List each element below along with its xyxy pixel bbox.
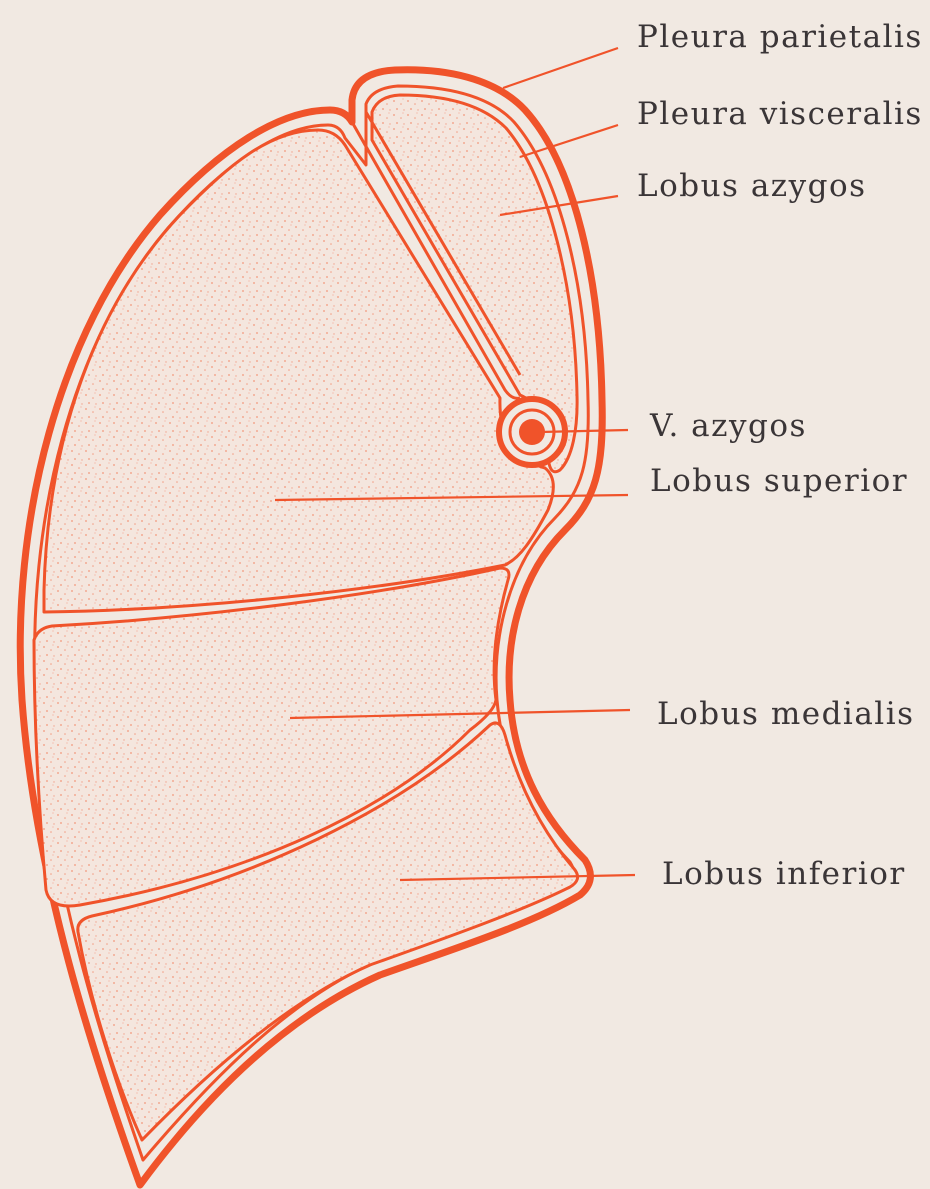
label-v-azygos: V. azygos [649, 408, 807, 444]
leader-pleura-parietalis [503, 48, 618, 88]
label-lobus-superior: Lobus superior [650, 463, 908, 499]
label-pleura-visceralis: Pleura visceralis [637, 96, 923, 132]
label-lobus-azygos: Lobus azygos [637, 168, 867, 204]
leader-pleura-visceralis [520, 125, 618, 157]
label-pleura-parietalis: Pleura parietalis [637, 19, 923, 55]
label-lobus-medialis: Lobus medialis [657, 696, 915, 732]
label-lobus-inferior: Lobus inferior [662, 856, 906, 892]
